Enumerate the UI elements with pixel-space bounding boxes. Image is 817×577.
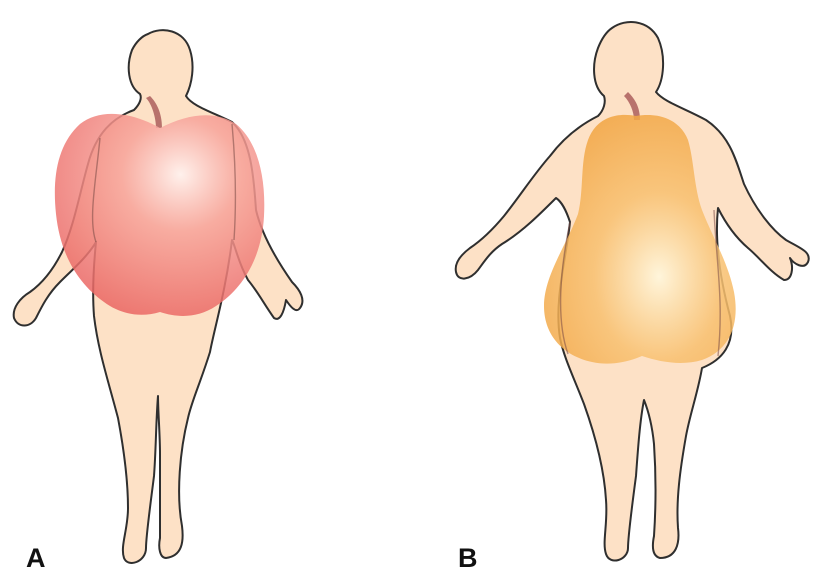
panel-label-a: A [26,543,46,573]
apple-overlay-a [55,114,264,316]
panel-label-b: B [458,543,478,573]
panel-b: B [456,22,809,573]
panel-a: A [14,30,303,573]
